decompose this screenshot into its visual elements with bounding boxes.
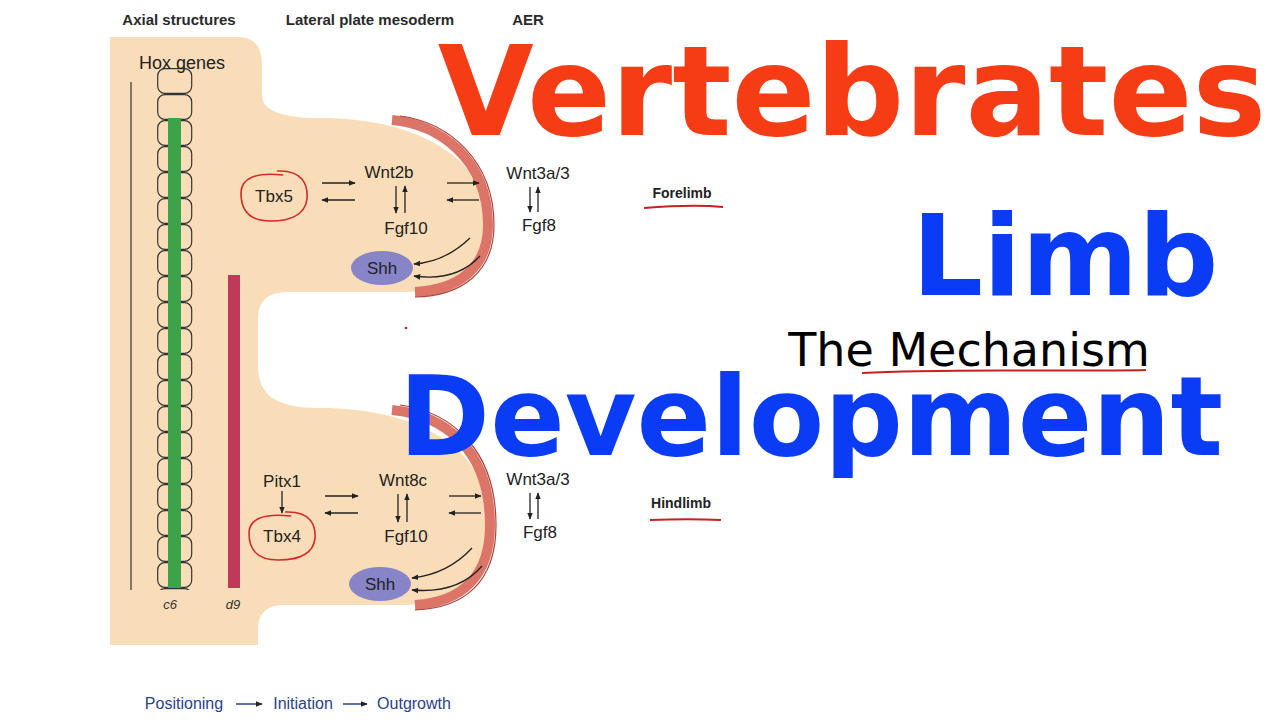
arrow <box>397 494 398 522</box>
hox-label: d9 <box>226 598 240 611</box>
stage-label: Positioning <box>145 696 223 712</box>
arrow <box>529 187 530 212</box>
limb-label: Hindlimb <box>651 496 711 510</box>
stage-label: Outgrowth <box>377 696 451 712</box>
stage-arrow <box>343 703 367 705</box>
curved-arrow <box>412 566 482 591</box>
gene-label: Fgf8 <box>523 524 557 541</box>
arrow <box>322 182 355 183</box>
arrow <box>281 491 282 513</box>
arrow <box>449 512 481 513</box>
curved-arrow <box>414 256 480 277</box>
column-header: Lateral plate mesoderm <box>286 12 454 27</box>
arrow <box>447 199 479 200</box>
gene-label: Wnt8c <box>379 472 427 489</box>
overlay-title: Vertebrates <box>438 30 1267 154</box>
gene-label: Fgf8 <box>522 217 556 234</box>
overlay-title: Development <box>399 362 1223 472</box>
overlay-title: Limb <box>912 200 1219 312</box>
arrow <box>322 199 355 200</box>
circled-gene: Tbx5 <box>238 168 310 224</box>
node-text: Shh <box>349 567 411 601</box>
signal-center: Shh <box>351 251 413 285</box>
signal-ellipse <box>351 251 413 285</box>
vertebral-column <box>157 68 193 590</box>
gene-label: Fgf10 <box>384 528 427 545</box>
limb-label: Forelimb <box>652 186 711 200</box>
curved-arrow <box>414 238 470 264</box>
gene-label: Pitx1 <box>263 473 301 490</box>
circled-gene: Tbx4 <box>246 509 318 563</box>
hox-c6-bar <box>168 118 181 588</box>
hox-label: c6 <box>163 598 177 611</box>
node-text: Tbx4 <box>246 509 318 563</box>
underline <box>650 518 721 521</box>
arrow <box>325 512 358 513</box>
axis-line <box>130 82 131 590</box>
arrow <box>537 187 538 212</box>
gene-label: Wnt3a/3 <box>506 165 569 182</box>
arrow <box>537 493 538 519</box>
arrow <box>529 493 530 519</box>
stage-arrow <box>236 703 262 705</box>
arrow <box>325 495 358 496</box>
embryo-body <box>110 37 490 645</box>
signal-center: Shh <box>349 567 411 601</box>
node-text: Shh <box>351 251 413 285</box>
arrow <box>404 186 405 213</box>
signal-ellipse <box>349 567 411 601</box>
gene-label: Fgf10 <box>384 220 427 237</box>
column-header: Axial structures <box>122 12 235 27</box>
gene-label: Wnt3a/3 <box>506 471 569 488</box>
column-header: AER <box>512 12 544 27</box>
curved-arrow <box>412 548 472 578</box>
arrow <box>447 182 479 183</box>
node-text: Tbx5 <box>238 168 310 224</box>
stage-label: Initiation <box>273 696 333 712</box>
arrow <box>449 495 481 496</box>
arrow <box>406 494 407 522</box>
arrow <box>395 186 396 213</box>
region-label: Hox genes <box>139 54 225 72</box>
gene-label: Wnt2b <box>364 164 413 181</box>
hox-d9-bar <box>228 275 240 588</box>
pen-dot <box>405 327 408 330</box>
underline <box>644 206 723 208</box>
